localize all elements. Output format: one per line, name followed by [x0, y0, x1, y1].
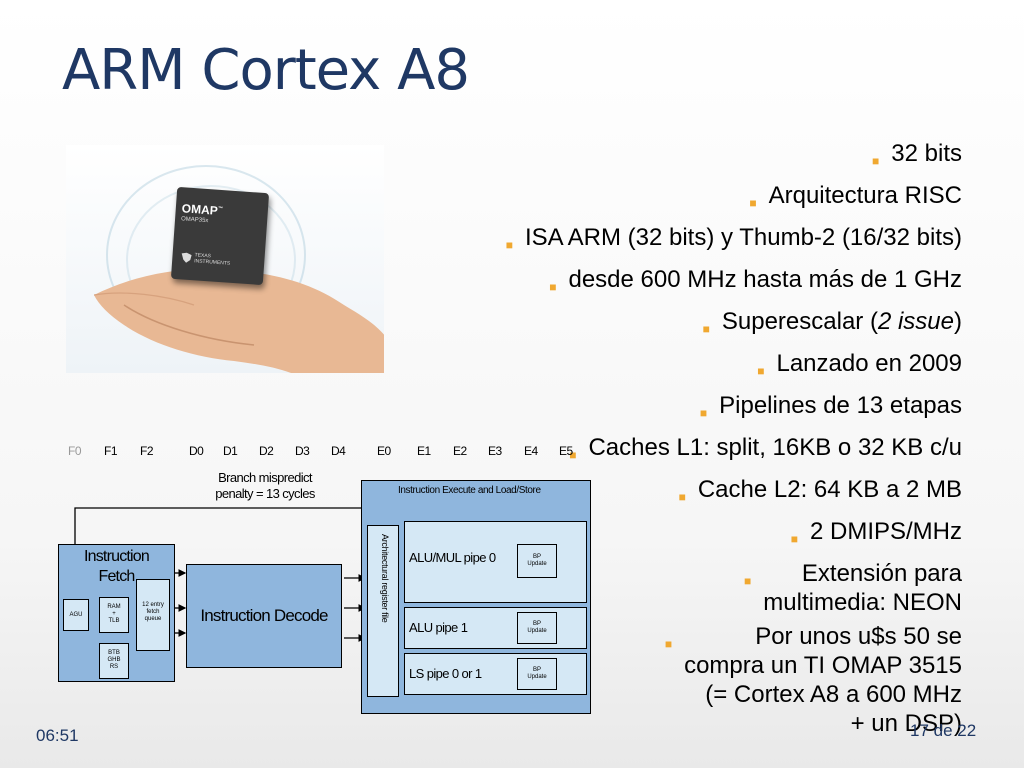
- ram-tlb-unit: RAM+TLB: [99, 597, 129, 633]
- hand-illustration: [94, 268, 384, 373]
- bullet-square-icon: ■: [744, 574, 752, 588]
- list-item: ■Caches L1: split, 16KB o 32 KB c/u: [362, 433, 962, 470]
- stage-label: D0: [189, 444, 204, 458]
- list-item: ■ISA ARM (32 bits) y Thumb-2 (16/32 bits…: [362, 223, 962, 260]
- stage-label: E3: [488, 444, 502, 458]
- list-item: ■Lanzado en 2009: [362, 349, 962, 386]
- bullet-square-icon: ■: [569, 448, 577, 462]
- stage-label: F2: [140, 444, 154, 458]
- list-item: ■Arquitectura RISC: [362, 181, 962, 218]
- stage-label: D2: [259, 444, 274, 458]
- list-item: ■Pipelines de 13 etapas: [362, 391, 962, 428]
- stage-label: D3: [295, 444, 310, 458]
- bullet-square-icon: ■: [699, 406, 708, 420]
- list-item: ■ Superescalar (2 issue): [362, 307, 962, 344]
- instruction-execute-block: Instruction Execute and Load/Store Archi…: [361, 480, 591, 714]
- page-number: 17 de 22: [910, 721, 977, 740]
- stage-label: F1: [104, 444, 118, 458]
- stage-label: E5: [559, 444, 573, 458]
- texas-instruments-logo-icon: [181, 252, 192, 263]
- agu-unit: AGU: [63, 599, 89, 631]
- bullet-square-icon: ■: [749, 196, 757, 210]
- execute-title: Instruction Execute and Load/Store: [398, 485, 541, 496]
- footer-time: 06:51: [36, 726, 79, 745]
- stage-label: E1: [417, 444, 431, 458]
- list-item: ■Por unos u$s 50 se compra un TI OMAP 35…: [664, 623, 962, 737]
- chip-label: OMAP™: [181, 201, 224, 218]
- stage-label: E0: [377, 444, 391, 458]
- register-file: Architectural register file: [367, 525, 399, 697]
- bullet-square-icon: ■: [702, 322, 710, 336]
- list-item: ■32 bits: [362, 139, 962, 176]
- stage-label: E2: [453, 444, 467, 458]
- stage-label: D1: [223, 444, 238, 458]
- bullet-square-icon: ■: [664, 637, 673, 651]
- list-item: ■Extensión para multimedia: NEON: [744, 560, 962, 616]
- bullet-square-icon: ■: [505, 238, 513, 252]
- bullet-square-icon: ■: [757, 364, 765, 378]
- slide-title: ARM Cortex A8: [62, 38, 470, 103]
- bullet-square-icon: ■: [790, 532, 798, 546]
- list-item: ■2 DMIPS/MHz: [362, 517, 962, 554]
- stage-label: F0: [68, 444, 82, 458]
- list-item: ■Cache L2: 64 KB a 2 MB: [362, 475, 962, 512]
- list-item: ■desde 600 MHz hasta más de 1 GHz: [362, 265, 962, 302]
- bullet-square-icon: ■: [549, 280, 557, 294]
- stage-label: D4: [331, 444, 346, 458]
- instruction-decode-block: Instruction Decode: [186, 564, 342, 668]
- bullet-square-icon: ■: [678, 490, 686, 504]
- chip-model: OMAP35x: [180, 216, 209, 225]
- superescalar-text: Superescalar (2 issue): [721, 308, 962, 335]
- pipeline-diagram: F0 F1 F2 D0 D1 D2 D3 D4 E0 E1 E2 E3 E4 E…: [55, 438, 610, 718]
- stage-label: E4: [524, 444, 538, 458]
- feature-list: ■32 bits ■Arquitectura RISC ■ISA ARM (32…: [362, 139, 962, 743]
- bullet-square-icon: ■: [872, 154, 880, 168]
